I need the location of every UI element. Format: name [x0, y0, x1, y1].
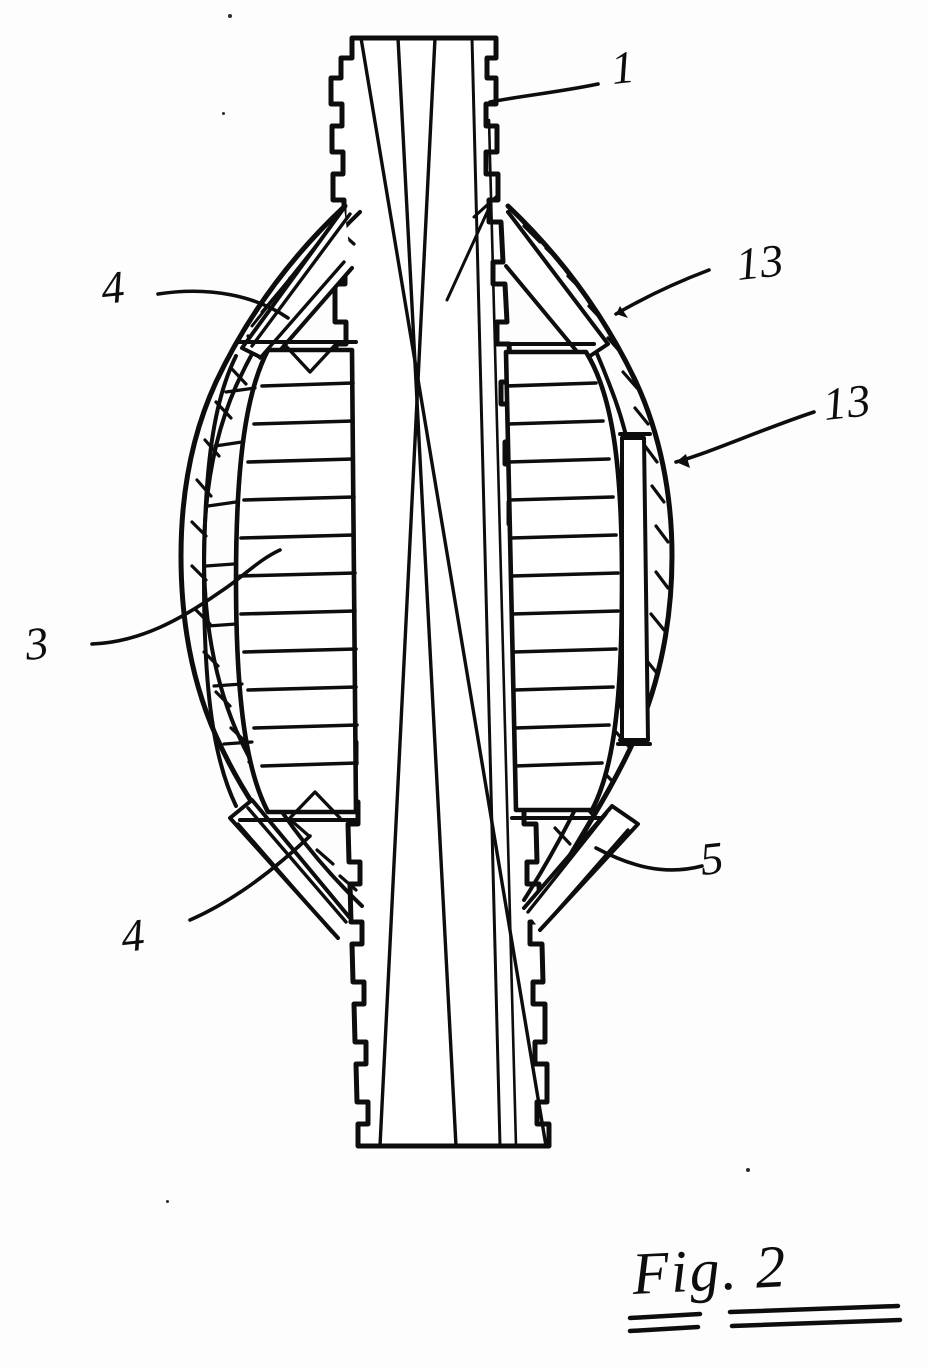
caption-underlines — [627, 1303, 903, 1334]
cone-upper-left — [240, 206, 354, 364]
shaft-break-line-2 — [472, 194, 499, 219]
reference-numeral-13-upper: 13 — [733, 234, 787, 291]
shaft-break-line — [445, 206, 491, 302]
figure-caption: Fig. 2 — [630, 1232, 790, 1308]
leader-1 — [488, 82, 600, 104]
leader-5 — [594, 846, 704, 872]
ink-speck — [166, 1200, 169, 1203]
reference-numeral-13-lower: 13 — [820, 374, 874, 431]
leader-3 — [90, 548, 282, 646]
cone-upper-right — [504, 210, 610, 362]
cone-lower-left — [228, 798, 352, 940]
stent-left — [202, 340, 359, 822]
stent-right — [503, 342, 652, 820]
ink-speck — [222, 112, 225, 115]
sleeve-lower-right — [522, 804, 640, 932]
leader-lines — [90, 82, 816, 922]
ink-speck — [746, 1168, 750, 1172]
ink-speck — [228, 14, 232, 18]
leader-4b — [188, 834, 312, 922]
shaft-hatching — [359, 36, 548, 1148]
